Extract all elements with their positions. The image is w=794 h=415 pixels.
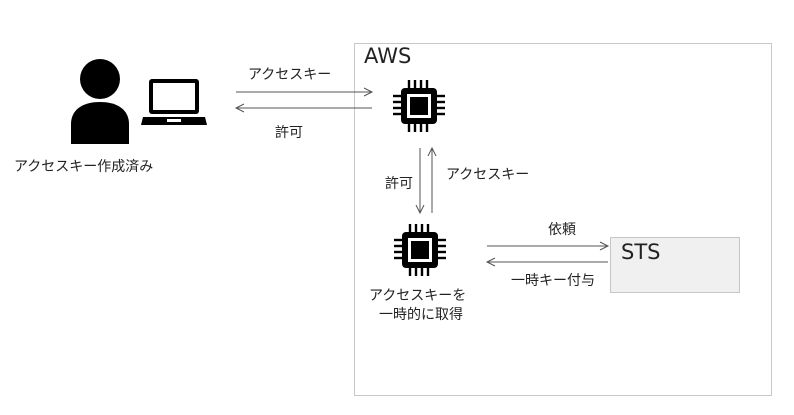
bottom-chip-caption-line1: アクセスキーを xyxy=(369,288,467,304)
sts-title: STS xyxy=(621,240,661,264)
chip-icon xyxy=(393,80,445,132)
edge-label-bottom-to-top: アクセスキー xyxy=(446,167,530,183)
edge-label-sts-to-chip: 一時キー付与 xyxy=(511,273,595,289)
bottom-chip-caption-line2: 一時的に取得 xyxy=(379,307,463,323)
arrowhead-top-to-bottom xyxy=(415,204,425,215)
laptop-icon xyxy=(141,79,207,125)
user-icon xyxy=(71,59,129,144)
sts-box xyxy=(610,237,740,293)
edge-label-user-to-aws: アクセスキー xyxy=(248,67,332,83)
user-label: アクセスキー作成済み xyxy=(14,159,154,175)
arrowhead-user-to-aws xyxy=(363,87,374,97)
arrowhead-bottom-to-top xyxy=(427,146,437,157)
chip-icon xyxy=(394,224,446,276)
arrowhead-sts-to-chip xyxy=(485,257,496,267)
arrowhead-aws-to-user xyxy=(234,103,245,113)
aws-title: AWS xyxy=(364,44,412,68)
edge-label-chip-to-sts: 依頼 xyxy=(548,222,576,238)
edge-label-top-to-bottom: 許可 xyxy=(385,176,413,192)
edge-label-aws-to-user: 許可 xyxy=(275,125,303,141)
arrowhead-chip-to-sts xyxy=(599,241,610,251)
